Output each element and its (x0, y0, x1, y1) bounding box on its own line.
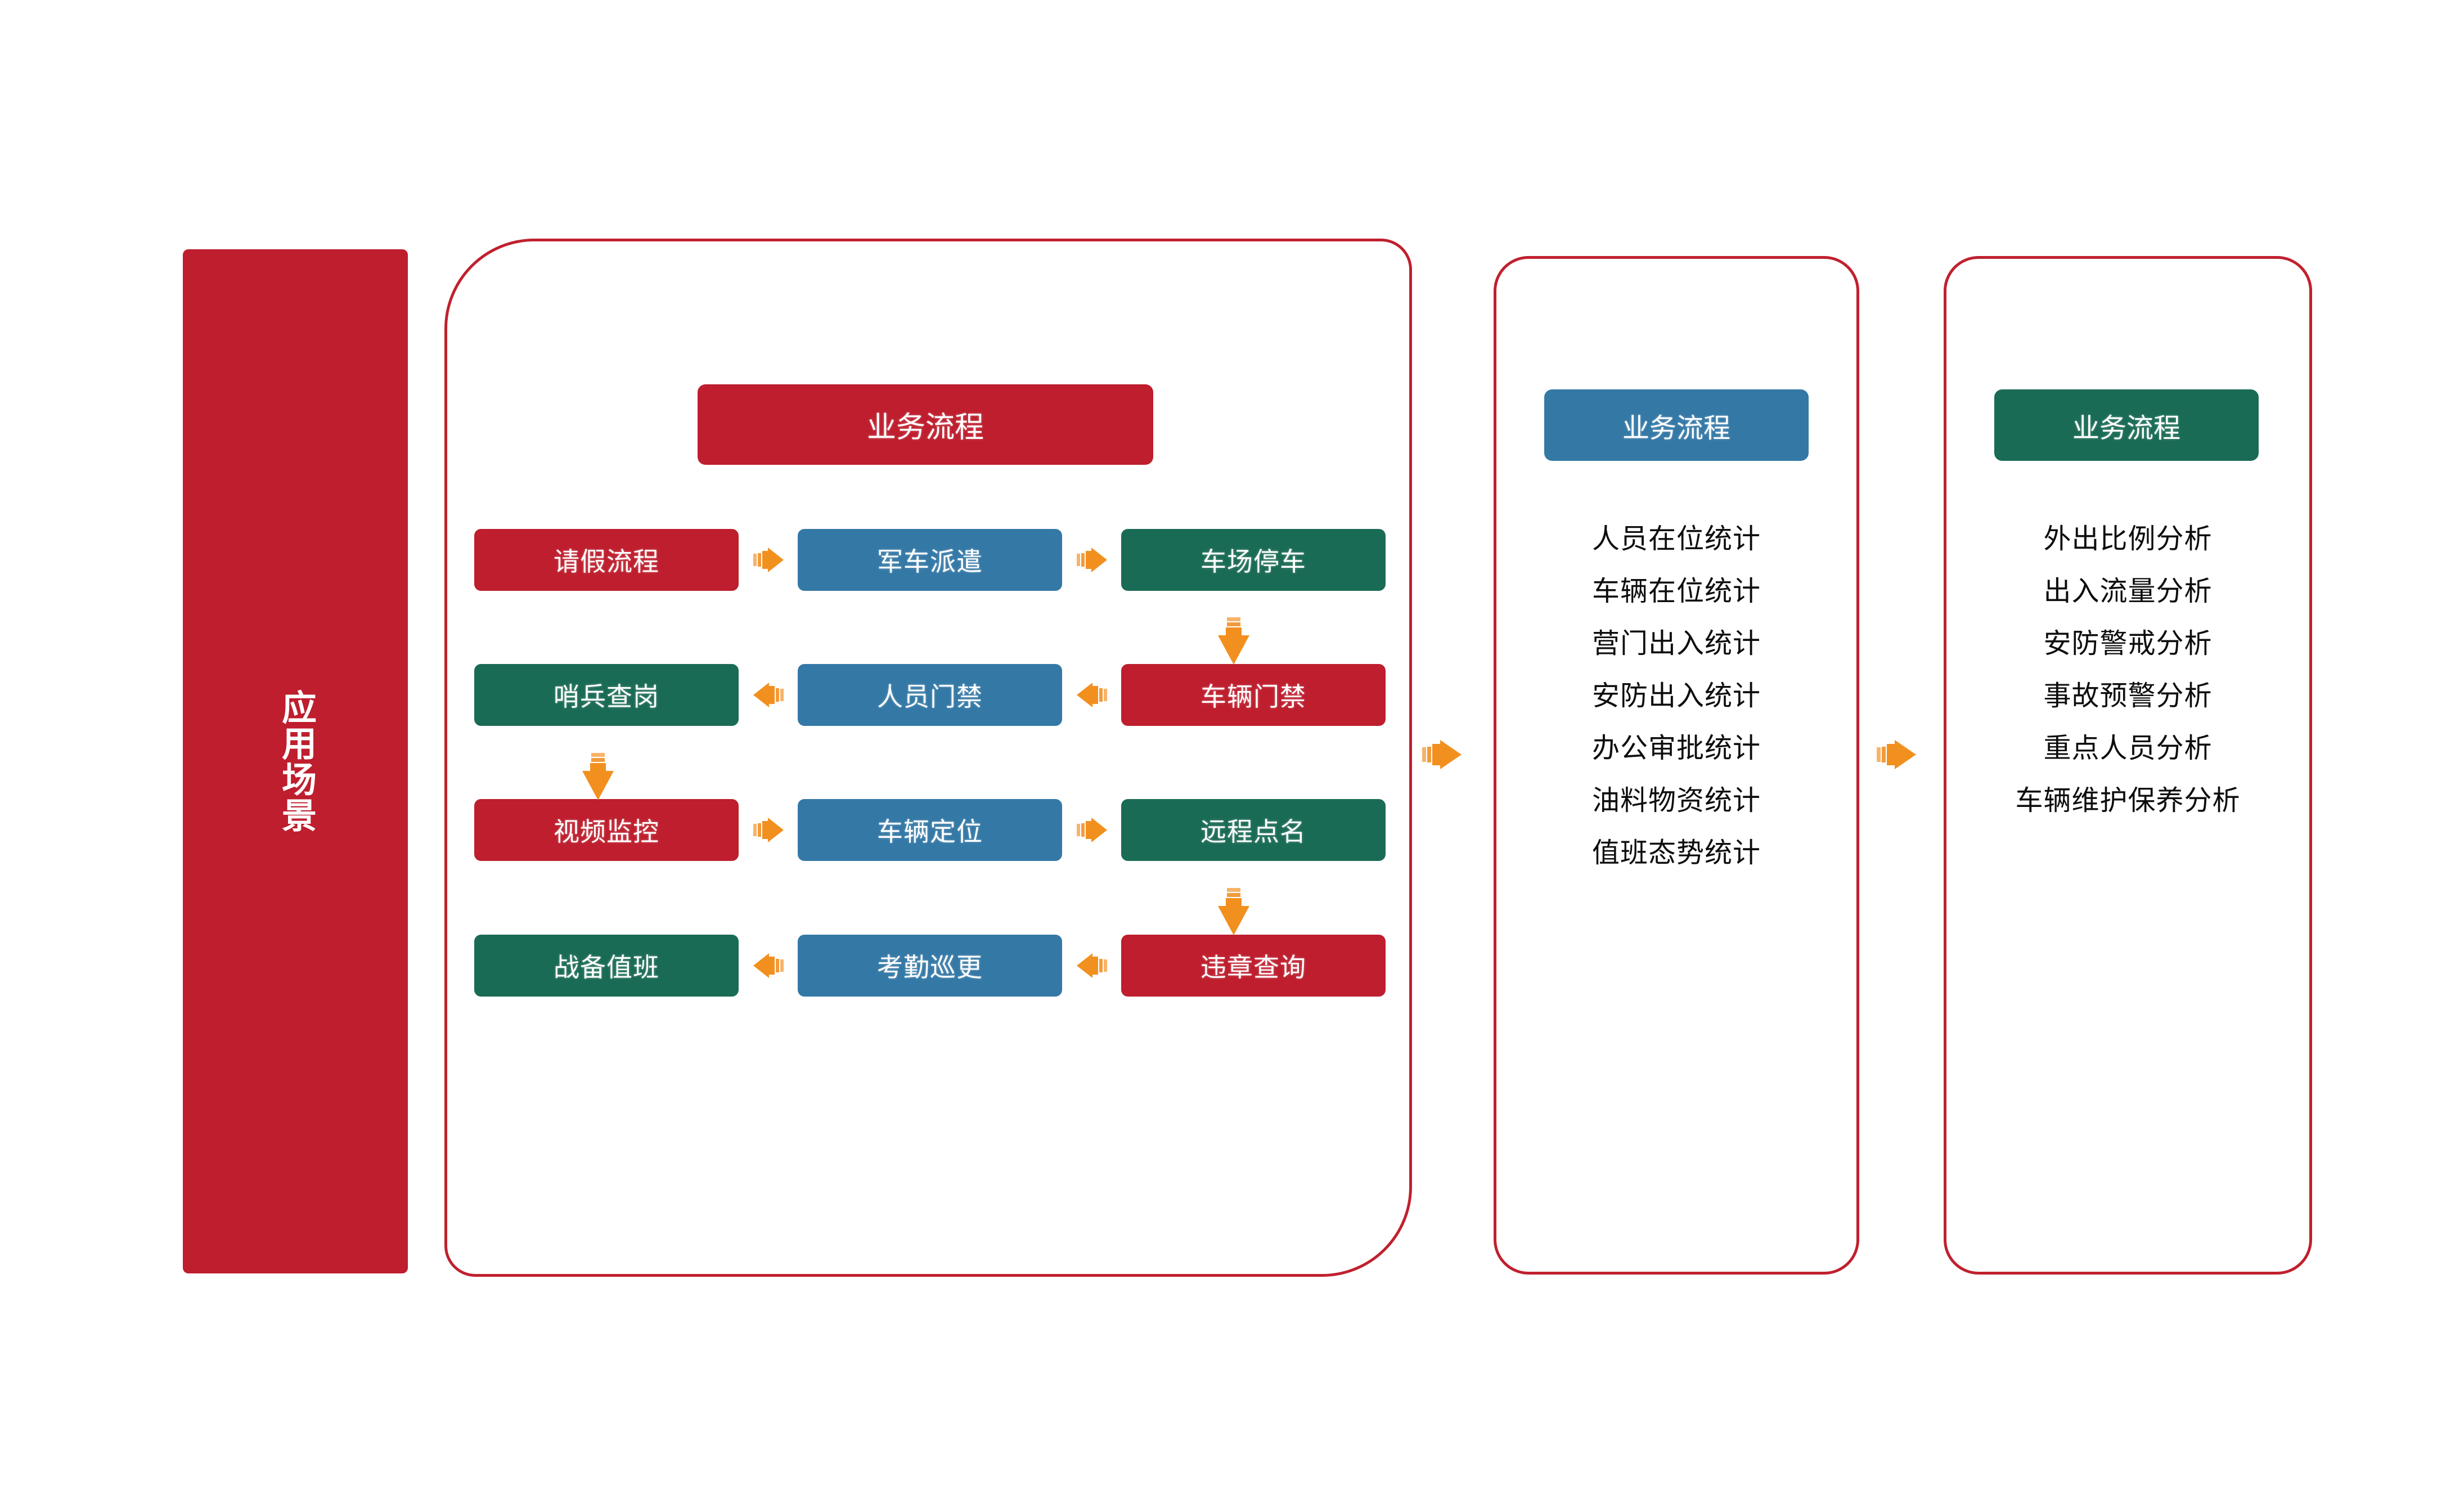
arrow-slot (1062, 664, 1121, 726)
panel-middle-list: 人员在位统计 车辆在位统计 营门出入统计 安防出入统计 办公审批统计 油料物资统… (1508, 518, 1845, 884)
arrow-left-icon (1076, 953, 1107, 978)
arrow-slot (739, 529, 798, 591)
flow-box-label: 战备值班 (554, 953, 659, 982)
flow-box-label: 请假流程 (554, 547, 659, 576)
arrow-slot (739, 935, 798, 997)
list-item[interactable]: 车辆在位统计 (1591, 576, 1761, 607)
panel-main-header: 业务流程 (698, 384, 1153, 465)
panel-middle-header-label: 业务流程 (1622, 413, 1730, 443)
arrow-slot (739, 799, 798, 861)
flow-box-qingjia-liucheng[interactable]: 请假流程 (474, 529, 739, 591)
list-item[interactable]: 值班态势统计 (1591, 838, 1761, 868)
flow-box-zhanbei-zhiban[interactable]: 战备值班 (474, 935, 739, 997)
arrow-right-icon (1076, 818, 1107, 842)
application-scenario-banner: 应用场景 (183, 249, 408, 1273)
flow-box-yuancheng-dianming[interactable]: 远程点名 (1121, 799, 1386, 861)
arrow-slot (739, 664, 798, 726)
flow-row: 视频监控 车辆定位 (474, 799, 1386, 861)
connector-main-to-middle (1422, 739, 1462, 770)
flow-box-cheliang-menjin[interactable]: 车辆门禁 (1121, 664, 1386, 726)
flow-box-renyuan-menjin[interactable]: 人员门禁 (798, 664, 1062, 726)
arrow-down-icon (1218, 617, 1249, 665)
arrow-right-icon (753, 548, 784, 572)
list-item[interactable]: 营门出入统计 (1591, 629, 1761, 659)
list-item[interactable]: 安防出入统计 (1591, 681, 1761, 711)
flow-box-shipin-jiankong[interactable]: 视频监控 (474, 799, 739, 861)
panel-middle-header: 业务流程 (1544, 389, 1809, 461)
list-item[interactable]: 外出比例分析 (2043, 524, 2213, 554)
panel-right-list: 外出比例分析 出入流量分析 安防警戒分析 事故预警分析 重点人员分析 车辆维护保… (1952, 518, 2304, 832)
flow-row: 请假流程 军车派遣 (474, 529, 1386, 591)
flow-box-cheliang-dingwei[interactable]: 车辆定位 (798, 799, 1062, 861)
flow-row: 战备值班 考勤巡更 (474, 935, 1386, 997)
list-item[interactable]: 车辆维护保养分析 (2015, 786, 2241, 816)
arrow-slot (1062, 799, 1121, 861)
flow-box-label: 远程点名 (1200, 817, 1306, 846)
flow-box-label: 违章查询 (1200, 953, 1306, 982)
arrow-left-icon (1076, 683, 1107, 707)
arrow-down-icon (1218, 888, 1249, 935)
panel-right-header: 业务流程 (1994, 389, 2259, 461)
arrow-slot-vertical (1217, 617, 1251, 666)
arrow-right-icon (1422, 740, 1462, 769)
flow-box-label: 车辆定位 (877, 817, 983, 846)
flow-box-chechang-tingche[interactable]: 车场停车 (1121, 529, 1386, 591)
list-item[interactable]: 油料物资统计 (1591, 786, 1761, 816)
panel-right-header-label: 业务流程 (2072, 413, 2180, 443)
arrow-slot (1062, 529, 1121, 591)
flow-box-label: 军车派遣 (877, 547, 983, 576)
list-item[interactable]: 出入流量分析 (2043, 576, 2213, 607)
flow-box-weizhang-chaxun[interactable]: 违章查询 (1121, 935, 1386, 997)
arrow-slot-vertical (1217, 888, 1251, 936)
flow-box-junche-paiqian[interactable]: 军车派遣 (798, 529, 1062, 591)
list-item[interactable]: 事故预警分析 (2043, 681, 2213, 711)
list-item[interactable]: 人员在位统计 (1591, 524, 1761, 554)
flow-grid: 请假流程 军车派遣 (474, 529, 1386, 1002)
arrow-down-icon (582, 753, 614, 800)
flow-box-label: 车场停车 (1200, 547, 1306, 576)
flow-box-label: 哨兵查岗 (554, 682, 659, 711)
list-item[interactable]: 重点人员分析 (2043, 733, 2213, 764)
arrow-right-icon (753, 818, 784, 842)
flow-row: 哨兵查岗 人员门禁 (474, 664, 1386, 726)
application-scenario-label: 应用场景 (276, 689, 315, 833)
arrow-slot-vertical (581, 753, 615, 801)
flow-box-label: 视频监控 (554, 817, 659, 846)
panel-main-header-label: 业务流程 (866, 411, 984, 444)
connector-middle-to-right (1877, 739, 1916, 770)
arrow-right-icon (1076, 548, 1107, 572)
list-item[interactable]: 办公审批统计 (1591, 733, 1761, 764)
arrow-left-icon (753, 953, 784, 978)
flow-box-label: 车辆门禁 (1200, 682, 1306, 711)
arrow-slot (1062, 935, 1121, 997)
flow-box-label: 考勤巡更 (877, 953, 983, 982)
arrow-right-icon (1877, 740, 1916, 769)
arrow-left-icon (753, 683, 784, 707)
flow-box-label: 人员门禁 (877, 682, 983, 711)
flow-box-shaobing-chagang[interactable]: 哨兵查岗 (474, 664, 739, 726)
list-item[interactable]: 安防警戒分析 (2043, 629, 2213, 659)
flow-box-kaoqin-xungeng[interactable]: 考勤巡更 (798, 935, 1062, 997)
